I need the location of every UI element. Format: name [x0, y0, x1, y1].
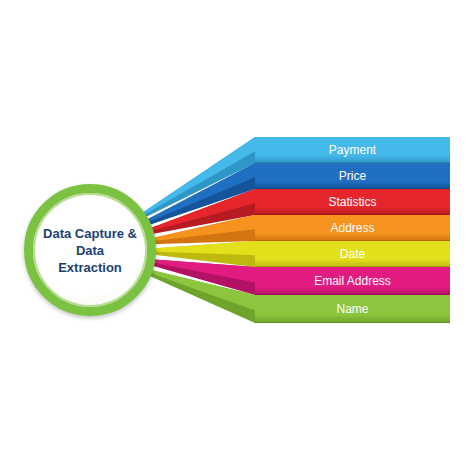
category-band: Statistics [255, 189, 450, 215]
band-label: Address [330, 221, 374, 235]
fan-wedge [151, 215, 255, 244]
wedge-highlight [152, 241, 255, 255]
wedge-highlight [148, 269, 255, 310]
band-label: Price [339, 169, 366, 183]
category-band: Date [255, 241, 450, 267]
category-band: Price [255, 163, 450, 189]
band-label: Statistics [328, 195, 376, 209]
band-label: Name [336, 302, 368, 316]
hub-circle: Data Capture & Data Extraction [24, 184, 156, 316]
category-band: Address [255, 215, 450, 241]
category-band: Payment [255, 137, 450, 163]
band-label: Payment [329, 143, 376, 157]
band-label: Date [340, 247, 365, 261]
category-band: Email Address [255, 267, 450, 295]
wedge-highlight [151, 215, 255, 241]
band-label: Email Address [314, 274, 391, 288]
hub-label: Data Capture & Data Extraction [33, 225, 147, 276]
category-band: Name [255, 295, 450, 323]
fan-wedge [148, 269, 255, 323]
